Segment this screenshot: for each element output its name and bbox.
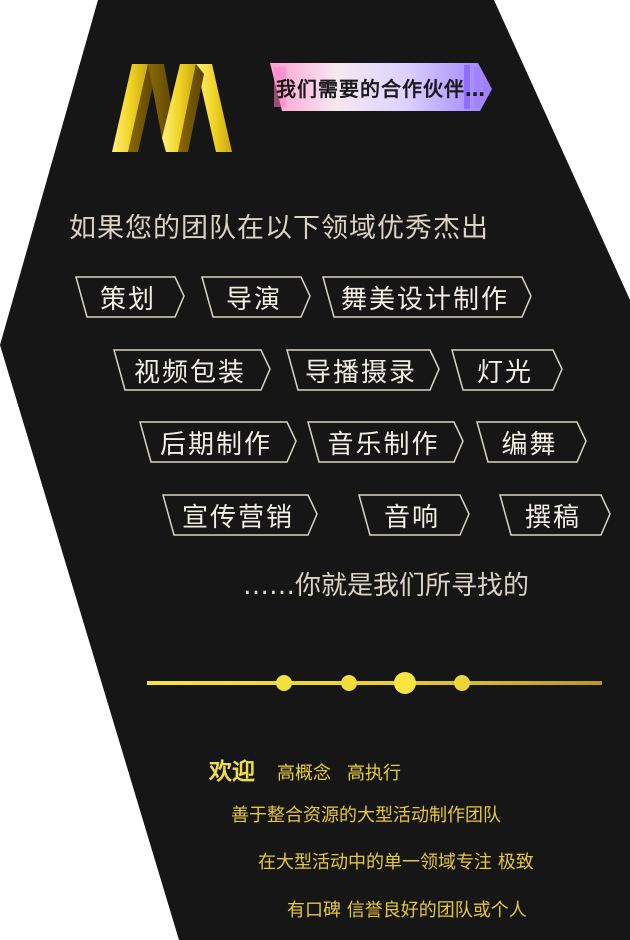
requirement-line: 有口碑 信誉良好的团队或个人	[287, 900, 527, 921]
step-progress	[147, 670, 602, 696]
progress-dot	[276, 675, 292, 691]
intro-text: 如果您的团队在以下领域优秀杰出	[69, 213, 489, 244]
progress-dot	[454, 675, 470, 691]
tag-label: 视频包装	[133, 357, 246, 388]
tag-video-packaging: 视频包装	[113, 349, 271, 391]
tag-label: 灯光	[476, 357, 533, 388]
banner-title: 我们需要的合作伙伴…	[276, 76, 486, 101]
tag-label: 宣传营销	[181, 502, 294, 533]
tag-choreography: 编舞	[476, 421, 587, 463]
logo	[112, 60, 234, 154]
requirement-line: 善于整合资源的大型活动制作团队	[231, 805, 501, 826]
tag-directing: 导演	[201, 276, 311, 318]
tag-label: 后期制作	[159, 429, 272, 460]
welcome-point-execution: 高执行	[347, 763, 401, 784]
tag-marketing: 宣传营销	[162, 494, 318, 536]
requirement-line: 在大型活动中的单一领域专注 极致	[258, 852, 534, 873]
welcome-row: 欢迎 高概念 高执行	[209, 752, 401, 786]
closing-text: ……你就是我们所寻找的	[243, 571, 530, 601]
tag-post-production: 后期制作	[139, 421, 297, 463]
tag-label: 编舞	[501, 429, 558, 460]
tag-label: 导播摄录	[304, 357, 417, 388]
tag-label: 音响	[383, 502, 440, 533]
progress-dot	[341, 675, 357, 691]
tag-planning: 策划	[75, 276, 185, 318]
tag-broadcast-recording: 导播摄录	[286, 349, 440, 391]
partner-banner: 我们需要的合作伙伴…	[268, 61, 494, 113]
tag-stage-design: 舞美设计制作	[322, 276, 532, 318]
tag-audio: 音响	[358, 494, 470, 536]
tag-label: 撰稿	[524, 502, 581, 533]
tag-copywriting: 撰稿	[499, 494, 611, 536]
tag-music-production: 音乐制作	[307, 421, 464, 463]
tag-label: 策划	[99, 284, 156, 315]
progress-dot-current	[394, 672, 416, 694]
welcome-title: 欢迎	[209, 759, 255, 785]
tag-lighting: 灯光	[451, 349, 563, 391]
welcome-point-concept: 高概念	[277, 763, 331, 784]
progress-track	[147, 681, 602, 685]
tag-label: 音乐制作	[327, 429, 440, 460]
tag-label: 舞美设计制作	[340, 284, 509, 315]
tag-label: 导演	[225, 284, 282, 315]
